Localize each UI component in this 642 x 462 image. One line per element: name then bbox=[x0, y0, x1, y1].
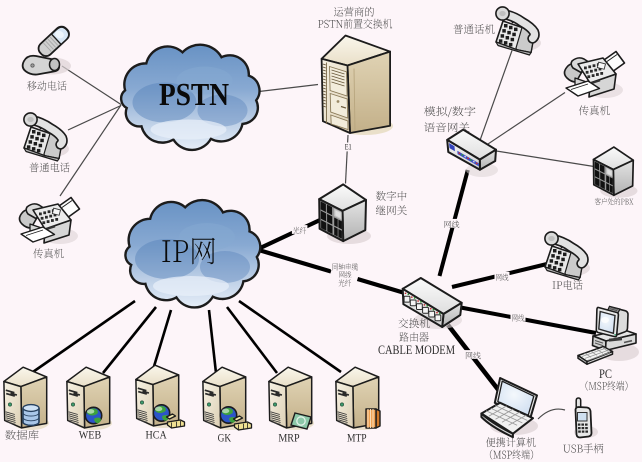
svg-text:CABLE MODEM: CABLE MODEM bbox=[378, 342, 455, 357]
svg-text:E1: E1 bbox=[345, 141, 352, 151]
svg-text:PC: PC bbox=[599, 366, 612, 381]
svg-text:HCA: HCA bbox=[146, 428, 167, 442]
svg-text:GK: GK bbox=[218, 431, 232, 445]
svg-text:MRP: MRP bbox=[278, 431, 300, 445]
svg-text:MTP: MTP bbox=[347, 431, 367, 445]
svg-text:WEB: WEB bbox=[79, 428, 101, 442]
